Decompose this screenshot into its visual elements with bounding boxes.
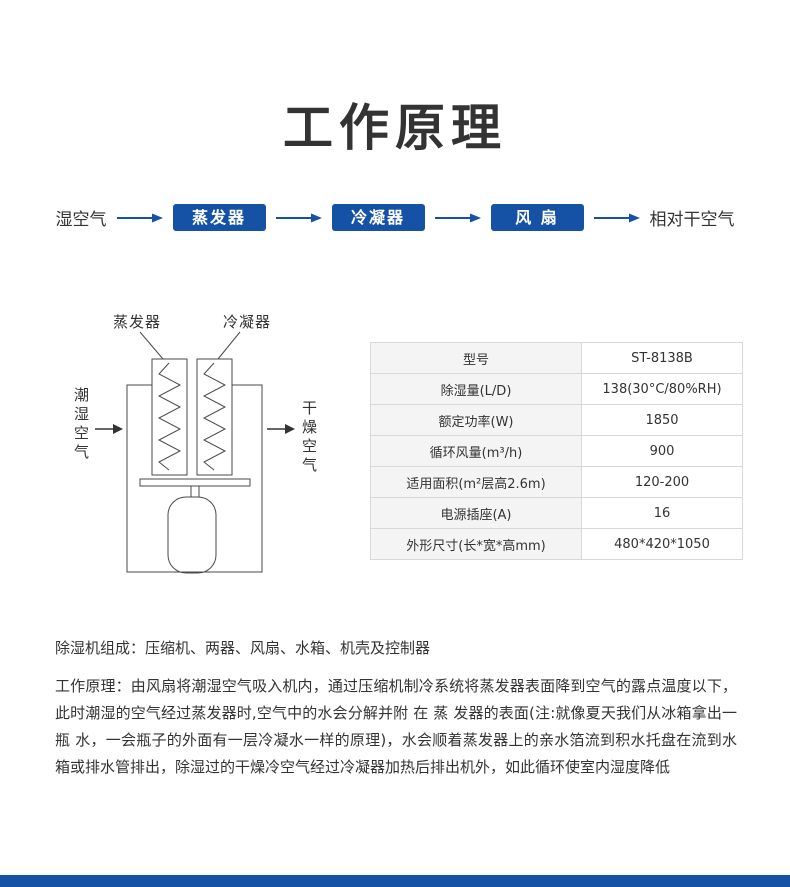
dry-air-arrowhead (285, 424, 295, 434)
spec-value-cell: 120-200 (581, 466, 743, 498)
middle-section: 蒸发器 冷凝器 潮湿空气 干燥空气 型号 ST-8138B 除湿量(L/D) 1… (0, 307, 790, 609)
wet-air-label: 潮湿空气 (72, 387, 90, 463)
evaporator-coil (157, 362, 182, 471)
wet-air-arrowhead (113, 424, 123, 434)
flow-input-label: 湿空气 (55, 210, 107, 230)
flow-output-label: 相对干空气 (649, 210, 735, 230)
flow-step-fan: 风 扇 (490, 204, 584, 231)
principle-text: 工作原理：由风扇将潮湿空气吸入机内，通过压缩机制冷系统将蒸发器表面降到空气的露点… (55, 677, 737, 776)
spec-value-cell: 16 (581, 497, 743, 529)
dry-air-label: 干燥空气 (300, 400, 318, 476)
spec-value-cell: 1850 (581, 404, 743, 436)
flow-step-evaporator: 蒸发器 (172, 204, 266, 231)
condenser-box (196, 358, 233, 476)
cabinet-outline (126, 384, 263, 573)
page-title: 工作原理 (283, 99, 507, 157)
arrow-right-icon (275, 212, 322, 224)
flow-step-condenser: 冷凝器 (331, 204, 425, 231)
table-row: 电源插座(A) 16 (370, 497, 743, 529)
water-tank (167, 496, 217, 574)
composition-text: 除湿机组成：压缩机、两器、风扇、水箱、机壳及控制器 (55, 639, 431, 657)
schematic-svg (95, 331, 295, 574)
spec-value-cell: 138(30°C/80%RH) (581, 373, 743, 405)
evaporator-label: 蒸发器 (113, 313, 162, 331)
spec-label-cell: 电源插座(A) (370, 497, 582, 529)
schematic-diagram: 蒸发器 冷凝器 潮湿空气 干燥空气 (55, 307, 355, 607)
table-row: 适用面积(m²层高2.6m) 120-200 (370, 466, 743, 498)
spec-table: 型号 ST-8138B 除湿量(L/D) 138(30°C/80%RH) 额定功… (370, 342, 743, 560)
table-row: 额定功率(W) 1850 (370, 404, 743, 436)
spec-label-cell: 除湿量(L/D) (370, 373, 582, 405)
spec-label-cell: 型号 (370, 342, 582, 374)
table-row: 除湿量(L/D) 138(30°C/80%RH) (370, 373, 743, 405)
table-row: 外形尺寸(长*宽*高mm) 480*420*1050 (370, 528, 743, 560)
table-row: 循环风量(m³/h) 900 (370, 435, 743, 467)
spec-value-cell: ST-8138B (581, 342, 743, 374)
condenser-coil (202, 362, 227, 471)
arrow-right-icon (116, 212, 163, 224)
table-row: 型号 ST-8138B (370, 342, 743, 374)
spec-value-cell: 900 (581, 435, 743, 467)
spec-label-cell: 外形尺寸(长*宽*高mm) (370, 528, 582, 560)
condenser-label: 冷凝器 (223, 313, 272, 331)
description-section: 除湿机组成：压缩机、两器、风扇、水箱、机壳及控制器 工作原理：由风扇将潮湿空气吸… (0, 637, 790, 781)
footer-bar (0, 875, 790, 887)
process-flow: 湿空气 蒸发器 冷凝器 风 扇 相对干空气 (0, 204, 790, 231)
evaporator-leader-line (139, 331, 164, 360)
condenser-leader-line (217, 331, 241, 360)
spec-label-cell: 循环风量(m³/h) (370, 435, 582, 467)
arrow-right-icon (593, 212, 640, 224)
spec-label-cell: 适用面积(m²层高2.6m) (370, 466, 582, 498)
spec-label-cell: 额定功率(W) (370, 404, 582, 436)
drip-tray (139, 478, 251, 487)
evaporator-box (151, 358, 188, 476)
arrow-right-icon (434, 212, 481, 224)
spec-value-cell: 480*420*1050 (581, 528, 743, 560)
